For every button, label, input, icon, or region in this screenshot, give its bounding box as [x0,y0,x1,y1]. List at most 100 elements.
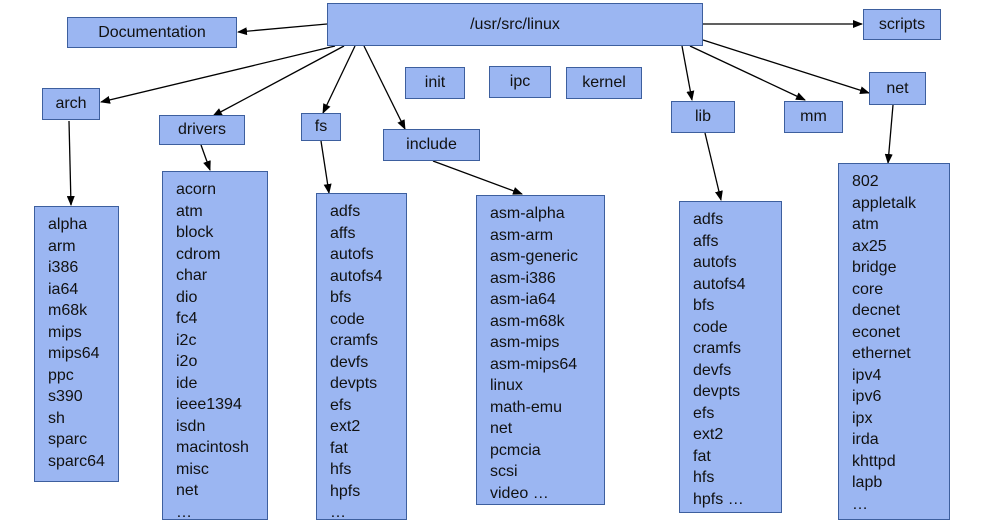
subdir-item: devpts [330,375,378,392]
subdir-item: devpts [693,383,741,400]
subdir-item: sparc64 [48,452,105,470]
arrow-to-include [363,45,406,130]
subdir-item: macintosh [176,439,249,456]
subdir-item: pcmcia [490,441,541,459]
subdir-item: devfs [330,353,369,371]
subdir-item: autofs [693,254,737,271]
subdir-item: sparc [48,431,88,448]
subdir-item: linux [490,377,523,394]
subdir-item: asm-mips64 [490,355,578,373]
lib-label: lib [694,108,711,125]
subdir-item: ppc [48,366,74,384]
subdir-item: adfs [693,211,724,228]
subdir-item: decnet [852,302,901,319]
subdir-item: … [330,504,346,521]
documentation-label: Documentation [98,23,206,41]
subdir-item: lapb [852,474,883,491]
subdir-item: fat [330,439,348,457]
node-lib: lib [671,101,735,133]
subdir-item: asm-i386 [490,269,556,287]
subdir-item: hfs [330,461,352,478]
subdir-item: ipv4 [852,366,882,384]
node-net: net [869,72,926,105]
subdir-item: mips [48,323,82,341]
subdir-item: cramfs [693,340,741,357]
subdir-item: cdrom [176,245,221,263]
node-include: include [383,129,480,161]
subdir-item: mips64 [48,345,100,362]
subdir-item: affs [693,232,719,250]
ipc-label: ipc [509,73,531,90]
subdir-item: ext2 [693,426,724,443]
arrow-to-fs [322,45,356,114]
subdir-item: arm [48,237,76,255]
subdir-item: ethernet [852,345,911,362]
subdir-item: hpfs … [693,490,744,508]
subdir-item: 802 [852,173,879,190]
node-init: init [405,67,465,99]
subdir-item: asm-mips [490,334,560,351]
kernel-label: kernel [582,74,626,91]
subdir-item: alpha [48,216,88,233]
subdir-item: bfs [693,297,715,314]
subdir-item: isdn [176,417,206,435]
subdir-item: hfs [693,469,715,486]
subdir-item: char [176,267,208,284]
subdir-item: code [693,318,728,336]
subdir-item: dio [176,288,198,306]
subdir-item: bfs [330,289,352,306]
subdir-item: ide [176,374,198,392]
subdir-item: ieee1394 [176,396,242,413]
subdir-item: acorn [176,181,217,198]
arrow-to-mm [689,45,806,101]
node-documentation: Documentation [67,17,237,48]
fs-label: fs [314,118,328,135]
subdir-item: hpfs [330,482,361,500]
subdir-item: … [852,495,868,513]
node-fs: fs [301,113,341,141]
arrow-drivers-to-list [200,144,211,171]
subdir-item: core [852,280,884,298]
subdir-item: efs [330,396,352,414]
subdir-item: atm [852,216,879,233]
arrow-lib-to-list [704,132,723,201]
subdir-item: net [490,420,513,437]
arrow-to-arch [100,45,336,104]
node-scripts: scripts [863,9,941,40]
subdir-item: devfs [693,361,732,379]
subdir-item: sh [48,409,65,427]
subdir-item: ipx [852,409,873,427]
subdir-item: econet [852,323,901,341]
subdir-item: block [176,224,214,241]
node-ipc: ipc [489,66,551,98]
subdir-item: irda [852,431,879,448]
subdir-item: adfs [330,203,361,220]
include-label: include [406,136,457,153]
arrow-arch-to-list [66,120,75,206]
subdir-item: i2c [176,331,197,349]
subdir-item: bridge [852,259,897,276]
drivers-label: drivers [177,121,226,138]
subdir-item: asm-alpha [490,205,565,222]
arrow-fs-to-list [320,140,332,194]
subdir-item: math-emu [490,398,563,416]
arrow-include-to-list [432,160,523,195]
subdir-item: appletalk [852,194,917,212]
root-node: /usr/src/linux [327,3,703,46]
subdir-item: fat [693,447,711,465]
arch-label: arch [55,95,87,112]
node-drivers: drivers [159,115,245,145]
node-arch: arch [42,88,100,120]
subdir-item: scsi [490,463,518,480]
arrow-to-lib [681,45,695,101]
node-kernel: kernel [566,67,642,99]
subdir-item: m68k [48,302,88,319]
node-mm: mm [784,101,843,133]
subdir-item: code [330,310,365,328]
arrow-to-documentation [237,23,328,36]
